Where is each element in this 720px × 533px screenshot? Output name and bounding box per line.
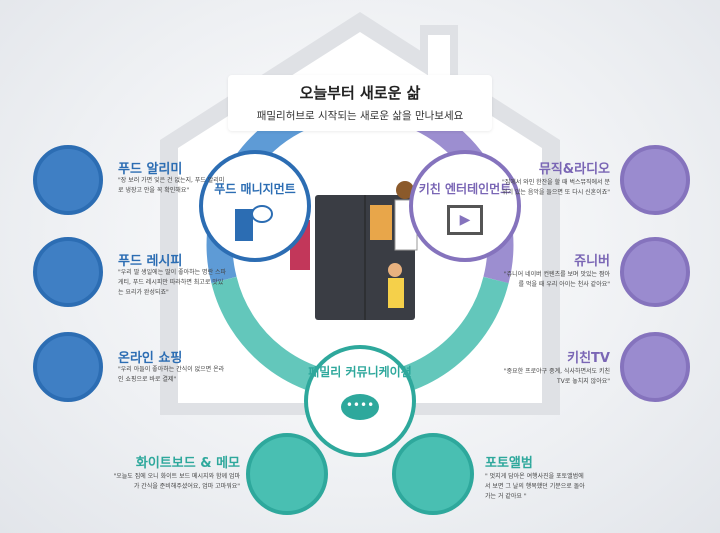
video-play-icon: ▶ — [447, 205, 483, 235]
feature-quote: "쥬니어 네이버 컨텐츠를 보며 맛있는 짬아를 먹을 때 우리 아이는 천사 … — [503, 271, 610, 288]
feature-quote: " 멋지게 담아온 여행사진을 포토앨범에서 보면 그 날의 행복했던 기분으로… — [485, 473, 585, 500]
header-box: 오늘부터 새로운 삶 패밀리허브로 시작되는 새로운 삶을 만나보세요 — [228, 75, 492, 131]
feature-quote: "중요한 프로야구 중계, 식사하면서도 키친TV로 놓치지 않아요" — [503, 368, 610, 385]
photo-album-illustration — [392, 433, 474, 515]
category-family-communication: 패밀리 커뮤니케이션 •••• — [304, 345, 416, 457]
feature-title: 포토앨범 — [485, 456, 533, 471]
whiteboard-memo-illustration — [246, 433, 328, 515]
feature-quote: "집에서 와인 한잔을 할 때 벅스뮤직에서 분위기 있는 음악을 들으면 또 … — [501, 179, 610, 196]
feature-title: 화이트보드 & 메모 — [135, 456, 240, 471]
food-reminder-illustration — [33, 145, 103, 215]
fridge-chat-icon — [235, 205, 275, 241]
category-kitchen-entertainment: 키친 엔터테인먼트 ▶ — [409, 150, 521, 262]
music-radio-illustration — [620, 145, 690, 215]
feature-title: 푸드 알리미 — [118, 162, 183, 177]
feature-quote: "오늘도 집에 오니 화이트 보드 메시지와 함께 엄마가 간식을 준비해주셨어… — [113, 473, 240, 490]
category-food-management: 푸드 매니지먼트 — [199, 150, 311, 262]
feature-quote: "장 보러 가면 잊은 건 없는지, 푸드 알리미로 냉장고 안을 꼭 확인해요… — [118, 177, 225, 194]
page-subtitle: 패밀리허브로 시작되는 새로운 삶을 만나보세요 — [256, 110, 464, 122]
junior-naver-illustration — [620, 237, 690, 307]
feature-title: 쥬니버 — [574, 254, 610, 269]
speech-bubbles-icon: •••• — [341, 394, 379, 420]
feature-title: 키친TV — [567, 351, 610, 366]
online-shopping-illustration — [33, 332, 103, 402]
feature-title: 푸드 레시피 — [118, 254, 183, 269]
page-title: 오늘부터 새로운 삶 — [299, 84, 421, 102]
kitchen-tv-illustration — [620, 332, 690, 402]
feature-quote: "우리 딸 생일에는 딸이 좋아하는 명란 스파게티, 푸드 레시피만 따라하면… — [118, 269, 227, 296]
food-recipe-illustration — [33, 237, 103, 307]
feature-title: 온라인 쇼핑 — [118, 351, 183, 366]
feature-quote: "우리 아들이 좋아하는 간식이 없으면 온라인 쇼핑으로 바로 결제" — [118, 366, 225, 383]
feature-title: 뮤직&라디오 — [538, 162, 610, 177]
